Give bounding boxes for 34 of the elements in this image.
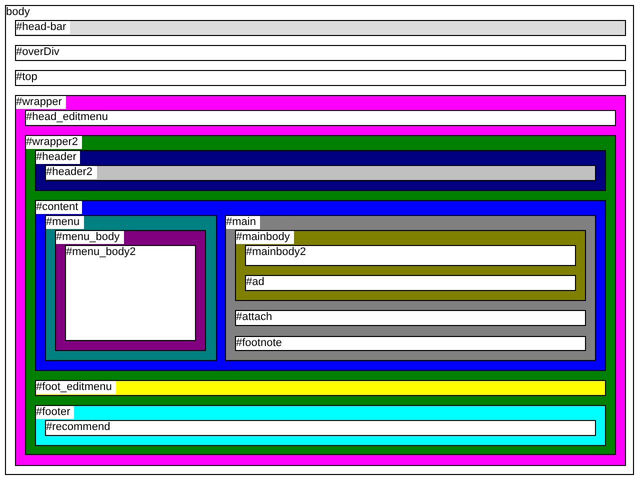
- layout-box: [5, 5, 634, 475]
- layout-box: [25, 110, 616, 126]
- layout-box: [65, 245, 196, 341]
- layout-box: [45, 420, 596, 436]
- selector-label: #wrapper: [16, 96, 66, 109]
- layout-box: [235, 310, 586, 326]
- layout-box: [35, 380, 606, 396]
- layout-box: [55, 230, 206, 351]
- layout-box: [45, 215, 217, 361]
- layout-box: [35, 200, 606, 371]
- selector-label: #main: [226, 216, 260, 229]
- layout-box: [35, 405, 606, 446]
- selector-label: #content: [36, 201, 82, 214]
- selector-label: #menu_body: [56, 231, 124, 244]
- layout-box: [235, 336, 586, 351]
- selector-label: #wrapper2: [26, 136, 82, 149]
- selector-label: #foot_editmenu: [36, 381, 116, 394]
- layout-box: [25, 135, 616, 455]
- selector-label: #mainbody: [236, 231, 294, 244]
- layout-box: [235, 230, 586, 301]
- layout-box: [15, 70, 626, 86]
- layout-box: [35, 150, 606, 191]
- layout-box: [15, 20, 626, 36]
- layout-box: [245, 245, 576, 266]
- layout-box: [245, 275, 576, 291]
- selector-label: #footer: [36, 406, 74, 419]
- layout-box: [15, 45, 626, 61]
- selector-label: #head-bar: [16, 21, 70, 34]
- layout-box: [225, 215, 596, 361]
- selector-label: #header: [36, 151, 80, 164]
- selector-label: #header2: [46, 166, 96, 179]
- selector-label: #menu: [46, 216, 84, 229]
- layout-box: [15, 95, 626, 466]
- layout-box: [45, 165, 596, 181]
